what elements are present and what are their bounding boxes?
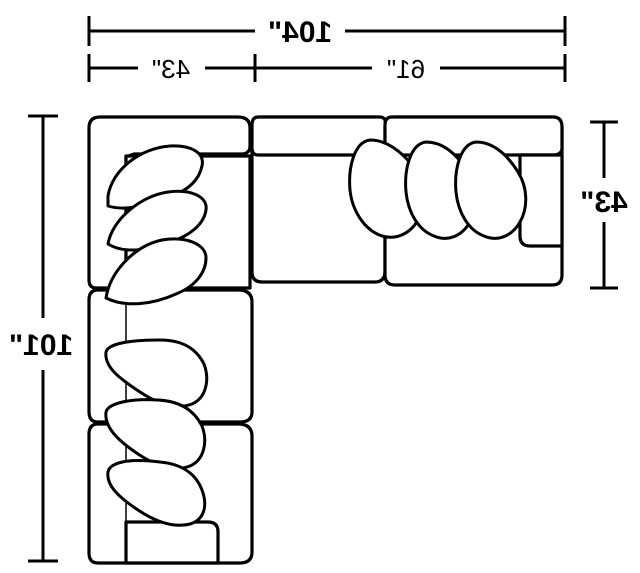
section-width-dimensions: 43" 61"	[87, 54, 567, 84]
sofa-sectional	[87, 115, 564, 565]
overall-depth-dimension: 101"	[9, 114, 73, 563]
pillow	[106, 458, 207, 527]
pillow	[104, 398, 207, 470]
right-depth-label: 43"	[580, 186, 628, 219]
pillow	[104, 237, 208, 306]
left-section-width-label: 43"	[152, 54, 190, 84]
throw-pillows	[104, 138, 528, 527]
bottom-arm	[124, 520, 220, 565]
overall-width-label: 104"	[268, 16, 332, 49]
right-depth-dimension: 43"	[580, 120, 628, 290]
pillow	[454, 140, 528, 240]
pillow	[104, 338, 209, 408]
overall-depth-label: 101"	[9, 329, 73, 362]
overall-width-dimension: 104"	[87, 16, 567, 49]
right-arm	[518, 153, 564, 248]
right-section-width-label: 61"	[387, 54, 425, 84]
